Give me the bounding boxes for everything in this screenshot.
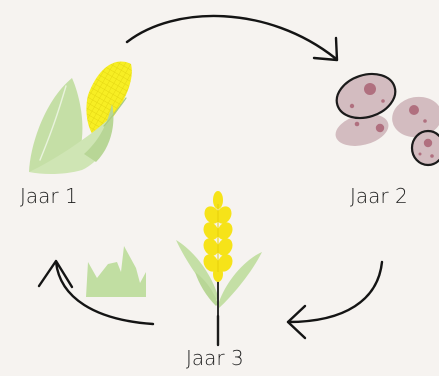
label-year-1: Jaar 1 xyxy=(20,186,78,206)
label-year-3: Jaar 3 xyxy=(186,348,244,368)
label-year-2: Jaar 2 xyxy=(350,186,408,206)
corn-icon xyxy=(29,62,132,174)
grass-icon xyxy=(86,246,146,297)
arrow-year1-to-year2 xyxy=(127,16,337,60)
potato-icon xyxy=(331,67,439,165)
wheat-icon xyxy=(176,191,262,345)
arrow-year2-to-year3 xyxy=(288,262,382,338)
